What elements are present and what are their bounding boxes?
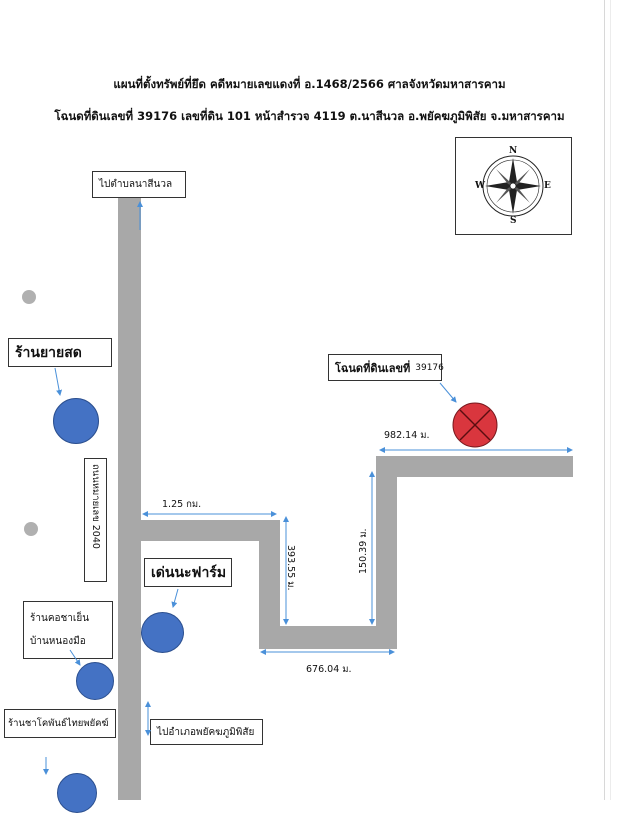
- map-subtitle: โฉนดที่ดินเลขที่ 39176 เลขที่ดิน 101 หน้…: [54, 109, 565, 123]
- compass-s: S: [510, 216, 517, 226]
- compass-icon: [482, 155, 544, 217]
- label-to-nasinuan: ไปตำบลนาสีนวล: [92, 171, 186, 198]
- road-segment-bottom: [259, 626, 397, 649]
- road-segment-east: [376, 456, 573, 477]
- punch-hole-top: [22, 290, 36, 304]
- label-shop-sakhok: ร้านชาโคพันธ์ไทยพยัคฆ์: [4, 709, 116, 738]
- road-segment-north: [376, 456, 397, 649]
- pointer-shop-yaisot: [54, 367, 63, 396]
- label-shop-yaisot: ร้านยายสด: [8, 338, 112, 367]
- label-deed: โฉนดที่ดินเลขที่ 39176: [328, 354, 444, 381]
- dim-982-14-m: 982.14 ม.: [384, 430, 430, 441]
- page-edge-shadow: [610, 0, 611, 800]
- landmark-den-farm: [141, 612, 184, 653]
- road-segment-west: [118, 520, 280, 541]
- target-parcel-icon: [452, 402, 498, 448]
- road-segment-south: [259, 520, 280, 649]
- map-title: แผนที่ตั้งทรัพย์ที่ยึด คดีหมายเลขแดงที่ …: [113, 77, 506, 91]
- page-edge: [604, 0, 605, 800]
- main-road-2040: [118, 198, 141, 800]
- label-den-farm: เด่นนะฟาร์ม: [144, 558, 232, 587]
- compass-e: E: [544, 181, 551, 191]
- dim-676-04-m: 676.04 ม.: [306, 664, 352, 675]
- deed-label-text: โฉนดที่ดินเลขที่: [335, 361, 411, 375]
- deed-number: 39176: [415, 362, 444, 373]
- punch-hole-bottom: [24, 522, 38, 536]
- compass-n: N: [509, 146, 518, 156]
- landmark-shop-khorchayen: [76, 662, 114, 700]
- pointer-khorchayen: [69, 649, 81, 666]
- pointer-target-parcel: [439, 382, 457, 403]
- compass-rose: N S W E: [455, 137, 572, 235]
- pointer-den-farm: [171, 588, 179, 608]
- label-shop-khorchayen: ร้านคอชาเย็น: [30, 613, 90, 624]
- dim-1-25-km: 1.25 กม.: [162, 499, 202, 510]
- road-name-box: [84, 458, 107, 582]
- label-khorchayen-group: ร้านคอชาเย็น บ้านหนองมือ: [23, 601, 113, 659]
- compass-w: W: [475, 181, 486, 191]
- landmark-shop-yaisot: [53, 398, 99, 444]
- label-ban-nongmue: บ้านหนองมือ: [30, 636, 86, 647]
